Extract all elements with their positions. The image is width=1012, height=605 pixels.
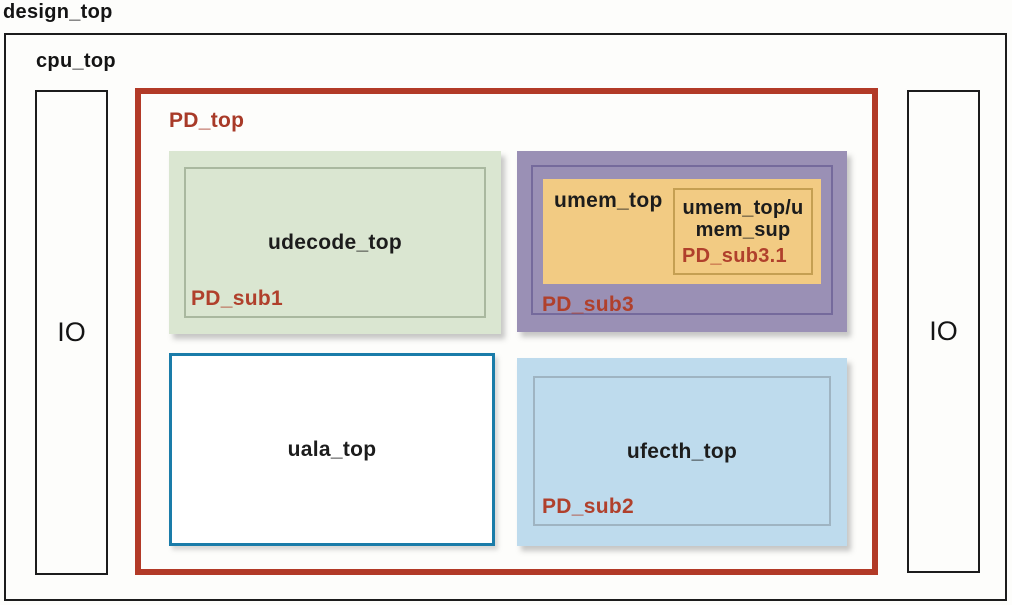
pd-sub2-label: PD_sub2 (542, 495, 634, 518)
pd-sub3-block: umem_top umem_top/umem_sup PD_sub3.1 PD_… (517, 151, 847, 332)
ufecth-top-label: ufecth_top (626, 440, 738, 463)
pd-sub3-1-label: PD_sub3.1 (682, 245, 787, 267)
pd-sub3-label: PD_sub3 (542, 293, 634, 316)
design-top-label: design_top (3, 1, 113, 23)
io-right-label: IO (929, 316, 958, 346)
umem-sup-label: umem_top/umem_sup (682, 197, 804, 242)
io-block-left: IO (35, 90, 108, 575)
io-left-label: IO (57, 317, 86, 347)
uala-top-block: uala_top (169, 353, 495, 546)
pd-sub3-1-block: umem_top/umem_sup PD_sub3.1 (673, 188, 813, 275)
uala-top-label: uala_top (287, 437, 377, 461)
umem-top-block: umem_top umem_top/umem_sup PD_sub3.1 (543, 179, 821, 284)
cpu-top-label: cpu_top (36, 50, 116, 72)
pd-top-label: PD_top (169, 109, 245, 132)
pd-sub1-block: udecode_top PD_sub1 (169, 151, 501, 334)
udecode-top-label: udecode_top (268, 230, 402, 254)
io-block-right: IO (907, 90, 980, 573)
pd-sub1-label: PD_sub1 (191, 287, 283, 310)
umem-top-label: umem_top (554, 189, 663, 212)
cpu-top-block: cpu_top IO PD_top udecode_top PD_sub1 um… (4, 33, 1007, 601)
pd-sub2-block: ufecth_top PD_sub2 (517, 358, 847, 546)
pd-top-domain: PD_top udecode_top PD_sub1 umem_top umem… (135, 88, 878, 575)
